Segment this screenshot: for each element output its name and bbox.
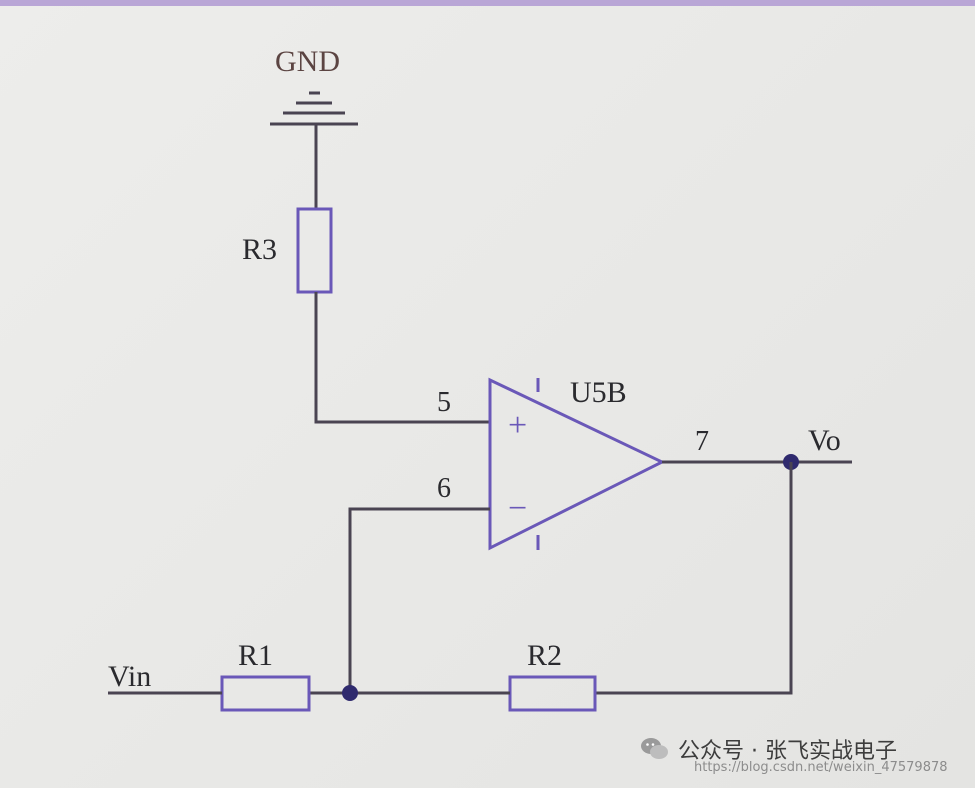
wire-pin6-feedback: [348, 507, 490, 693]
resistor-r3: [296, 207, 333, 294]
inverting-node: [342, 685, 358, 701]
watermark-channel: 公众号 · 张飞实战电子: [678, 739, 897, 764]
input-label: Vin: [108, 660, 151, 693]
pin6-label: 6: [437, 473, 451, 504]
minus-sign: −: [508, 490, 527, 527]
plus-sign: +: [508, 407, 527, 444]
pin7-label: 7: [695, 426, 709, 457]
schematic-canvas: [0, 6, 975, 788]
r1-label: R1: [238, 639, 273, 672]
wire-feedback-output: [595, 462, 793, 695]
ground-label: GND: [275, 45, 340, 78]
r3-label: R3: [242, 233, 277, 266]
watermark-url: https://blog.csdn.net/weixin_47579878: [694, 760, 948, 775]
wire-r3-pin5: [314, 292, 490, 424]
opamp-triangle: [488, 377, 666, 551]
output-label: Vo: [808, 424, 841, 457]
opamp-label: U5B: [570, 376, 627, 409]
ground-symbol: [270, 91, 358, 126]
r2-label: R2: [527, 639, 562, 672]
resistor-r1: [220, 675, 311, 712]
wechat-icon: [640, 736, 670, 762]
watermark: 公众号 · 张飞实战电子: [640, 733, 897, 765]
resistor-r2: [508, 675, 597, 712]
pin5-label: 5: [437, 387, 451, 418]
